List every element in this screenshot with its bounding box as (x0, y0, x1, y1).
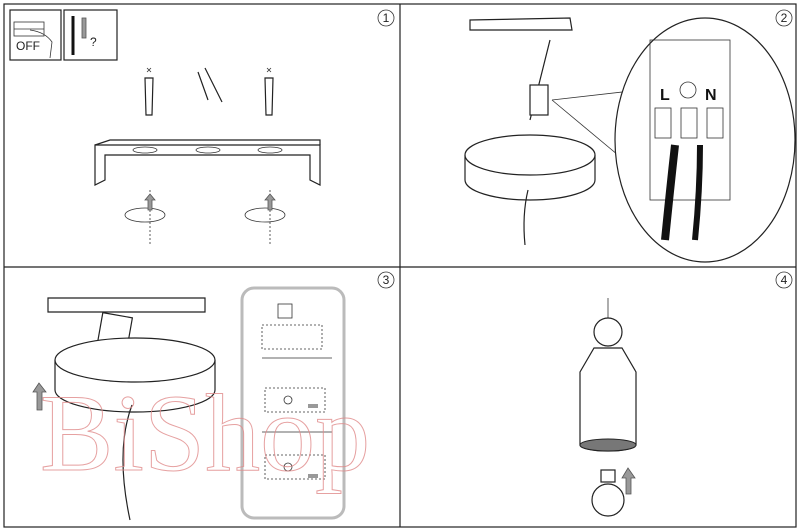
svg-text:N: N (705, 87, 717, 104)
power-off-icon: OFF (9, 9, 62, 61)
watermark-logo: BiShop (40, 372, 371, 495)
up-arrow-icon (32, 382, 47, 411)
step-number-3: 3 (377, 271, 395, 289)
svg-text:3: 3 (383, 273, 390, 287)
tools-required-icon: ? (63, 9, 118, 61)
svg-text:1: 1 (383, 11, 390, 25)
svg-text:OFF: OFF (16, 39, 40, 53)
wiring-detail-inset: L N (551, 17, 796, 263)
pliers-icon (197, 67, 223, 103)
step-number-1: 1 (377, 9, 395, 27)
mounting-bracket (94, 139, 321, 186)
ceiling-bracket (469, 17, 573, 31)
svg-text:?: ? (90, 35, 97, 49)
wall-plug-icon (264, 67, 274, 116)
canopy (464, 134, 596, 246)
rotate-screw-icon (124, 190, 166, 245)
rotate-screw-icon (244, 190, 286, 245)
terminal-block (529, 39, 551, 121)
svg-text:BiShop: BiShop (40, 372, 370, 494)
step-number-4: 4 (775, 271, 793, 289)
bracket-lock-detail-inset (240, 286, 346, 520)
pendant-lamp (579, 298, 637, 452)
svg-text:2: 2 (781, 11, 788, 25)
up-arrow-icon (621, 467, 636, 495)
canopy (54, 337, 216, 521)
svg-text:4: 4 (781, 273, 788, 287)
svg-text:L: L (660, 87, 670, 104)
step-number-2: 2 (775, 9, 793, 27)
light-bulb-icon (591, 469, 625, 517)
wall-plug-icon (144, 67, 154, 116)
